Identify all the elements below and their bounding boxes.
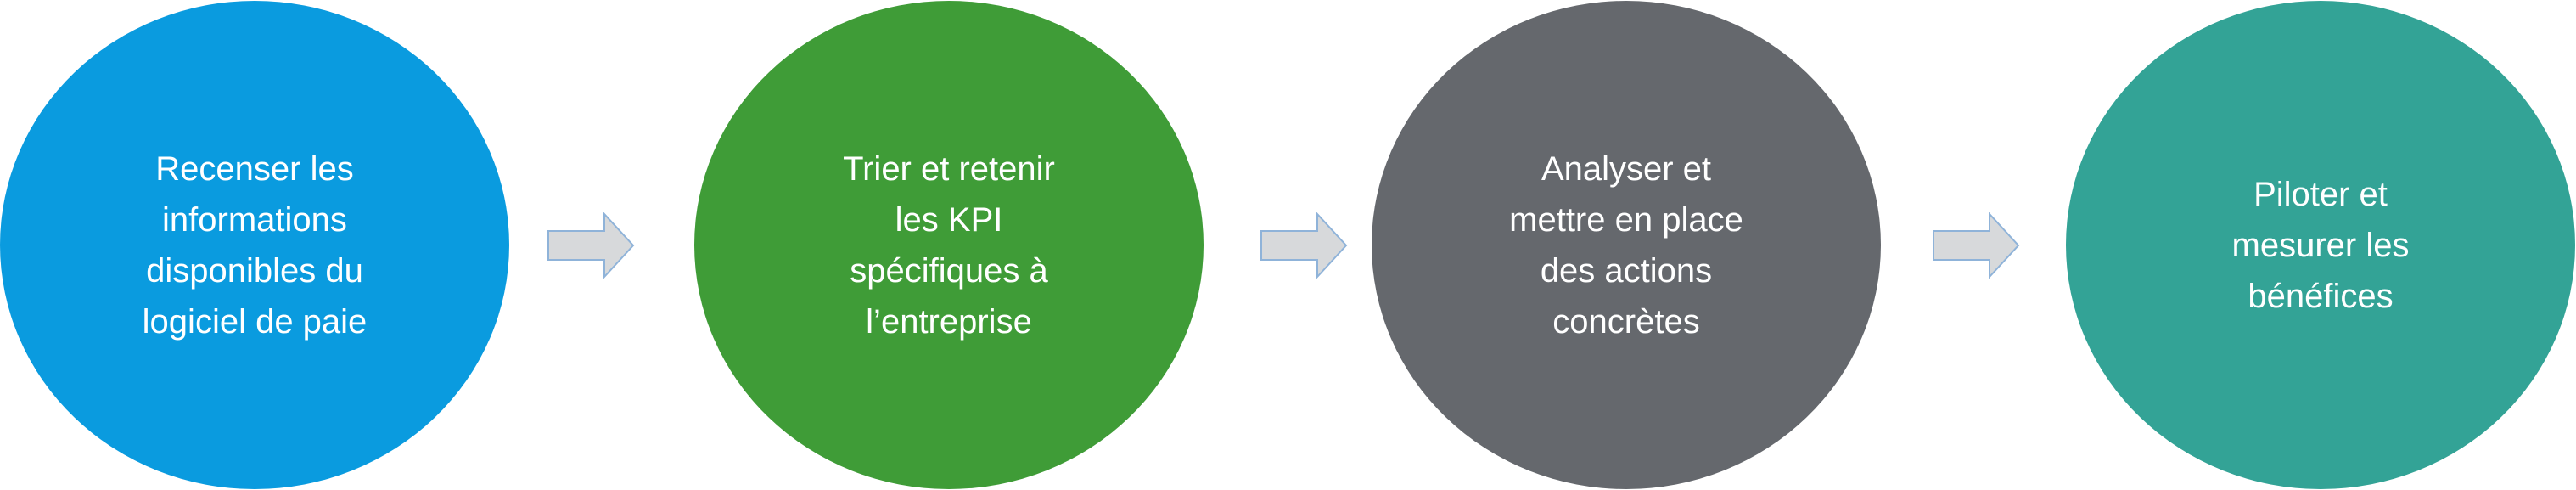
step-3-circle: Analyser et mettre en place des actions … — [1372, 1, 1881, 489]
step-3-label: Analyser et mettre en place des actions … — [1509, 149, 1743, 341]
step-4-label: Piloter et mesurer les bénéfices — [2231, 175, 2410, 315]
arrow-right-icon — [547, 212, 635, 279]
step-2-label: Trier et retenir les KPI spécifiques à l… — [843, 149, 1055, 341]
step-1-circle: Recenser les informations disponibles du… — [0, 1, 509, 489]
arrow-right-icon — [1933, 212, 2020, 279]
step-1-label: Recenser les informations disponibles du… — [142, 149, 368, 341]
arrow-right-icon — [1260, 212, 1348, 279]
step-4-circle: Piloter et mesurer les bénéfices — [2066, 1, 2575, 489]
step-2-circle: Trier et retenir les KPI spécifiques à l… — [694, 1, 1204, 489]
